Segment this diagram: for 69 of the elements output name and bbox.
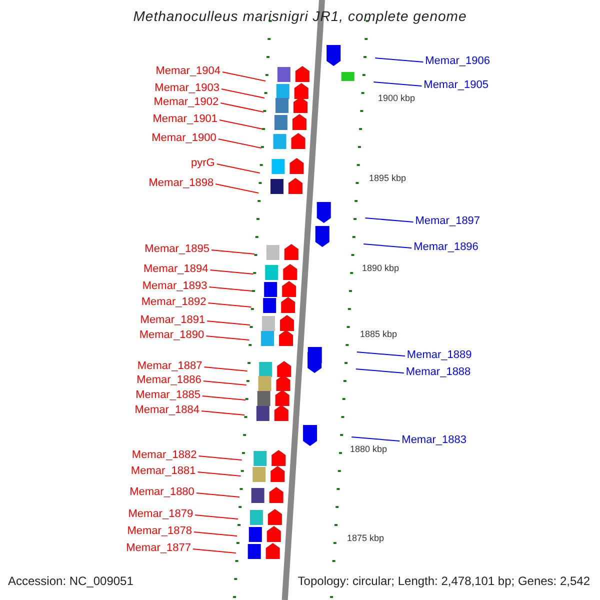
leader-line: [208, 302, 252, 308]
leader-line: [197, 472, 242, 476]
leader-line: [219, 120, 264, 130]
gene-label: Memar_1894: [143, 263, 208, 276]
leader-line: [220, 88, 265, 98]
scale-label: 1900 kbp: [378, 92, 416, 105]
gene-label: Memar_1900: [152, 132, 216, 145]
leader-line: [216, 164, 260, 174]
leader-line: [202, 380, 247, 386]
gene-label: Memar_1880: [130, 486, 194, 499]
gene-label: Memar_1877: [126, 542, 191, 555]
gene-label: Memar_1885: [136, 389, 200, 402]
gene-label: Memar_1898: [148, 177, 214, 190]
leader-line: [351, 436, 400, 442]
gene-label: Memar_1905: [424, 79, 488, 92]
scale-label: 1890 kbp: [362, 262, 400, 275]
gene-label: Memar_1883: [402, 434, 466, 447]
gene-label: pyrG: [191, 157, 215, 170]
title: Methanoculleus marisnigri JR1, complete genome: [132, 10, 468, 23]
leader-line: [211, 250, 255, 254]
gene-label: Memar_1886: [136, 374, 202, 387]
leader-line: [192, 548, 236, 554]
gene-label: Memar_1878: [127, 525, 192, 538]
gene-label: Memar_1897: [415, 215, 480, 228]
leader-line: [204, 366, 248, 372]
leader-line: [206, 336, 250, 340]
gene-label: Memar_1888: [406, 366, 471, 379]
gene-label: Memar_1890: [139, 329, 204, 342]
gene-label: Memar_1903: [154, 82, 220, 95]
gene-label: Memar_1891: [140, 314, 206, 327]
gene-label: Memar_1896: [414, 241, 478, 254]
gene-label: Memar_1887: [137, 360, 202, 373]
gene-label: Memar_1906: [425, 55, 490, 68]
leader-line: [198, 456, 242, 460]
genome-info-text: Topology: circular; Length: 2,478,101 bp; Genes: 2,542: [298, 575, 590, 588]
gene-label: Memar_1889: [406, 349, 472, 362]
leader-line: [222, 72, 266, 82]
leader-line: [202, 396, 246, 400]
gene-label: Memar_1902: [154, 96, 219, 109]
gene-label: Memar_1879: [128, 508, 194, 521]
scale-label: 1885 kbp: [360, 328, 398, 341]
leader-line: [206, 320, 251, 326]
scale-label: 1880 kbp: [350, 443, 388, 456]
gene-label: Memar_1884: [134, 404, 200, 417]
scale-label: 1875 kbp: [347, 532, 384, 545]
leader-line: [373, 82, 422, 86]
gene-label: Memar_1901: [152, 113, 218, 126]
gene-label: Memar_1895: [144, 243, 210, 256]
gene-label: Memar_1881: [130, 465, 196, 478]
leader-line: [218, 138, 262, 148]
scale-label: 1895 kbp: [369, 172, 406, 185]
gene-label: Memar_1904: [156, 65, 221, 78]
gene-label: Memar_1892: [141, 296, 206, 309]
leader-line: [363, 244, 412, 248]
leader-line: [220, 102, 264, 112]
leader-line: [208, 286, 253, 292]
leader-line: [210, 270, 254, 274]
leader-line: [201, 410, 246, 416]
accession-text: Accession: NC_009051: [8, 575, 134, 588]
leader-line: [356, 352, 406, 356]
leader-line: [194, 532, 238, 536]
leader-line: [364, 218, 414, 222]
leader-line: [355, 368, 404, 374]
leader-line: [215, 184, 260, 194]
gene-label: Memar_1882: [132, 449, 197, 462]
leader-line: [374, 58, 424, 62]
gene-label: Memar_1893: [142, 280, 208, 293]
leader-line: [194, 514, 239, 520]
leader-line: [196, 492, 240, 498]
